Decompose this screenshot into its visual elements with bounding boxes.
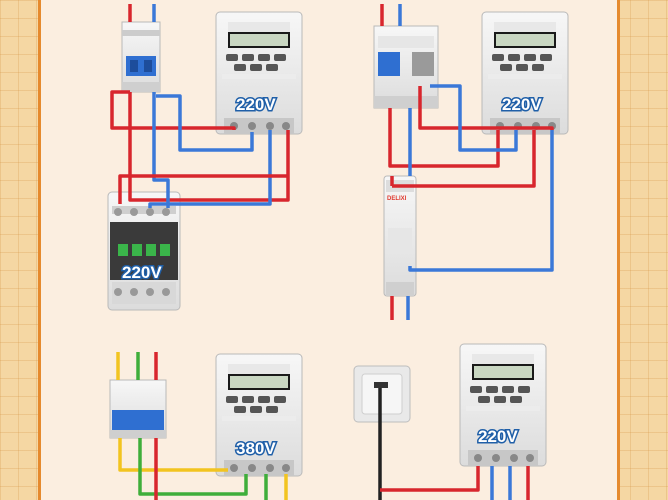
timer-switch-1 <box>215 11 303 135</box>
three-pole-breaker <box>109 379 167 439</box>
diagram-4: 220V <box>353 343 547 500</box>
diagram-2: DELIXI 220V <box>373 4 569 320</box>
diagram-3: 380V <box>109 352 303 500</box>
timer-voltage-label-4: 220V <box>478 427 518 446</box>
timer-voltage-label-1: 220V <box>236 95 276 114</box>
contactor-voltage-label: 220V <box>122 263 162 282</box>
timer-voltage-label-3: 380V <box>236 439 276 458</box>
timer-switch-4 <box>459 343 547 467</box>
wall-socket <box>353 365 411 423</box>
circuit-breaker-1 <box>121 21 161 93</box>
timer-voltage-label-2: 220V <box>502 95 542 114</box>
diagram-1: 220V 220V <box>107 4 303 311</box>
modular-contactor: DELIXI <box>383 175 417 297</box>
svg-text:DELIXI: DELIXI <box>387 196 407 202</box>
contactor <box>107 191 181 311</box>
timer-switch-2 <box>481 11 569 135</box>
rcd-breaker <box>373 25 439 109</box>
